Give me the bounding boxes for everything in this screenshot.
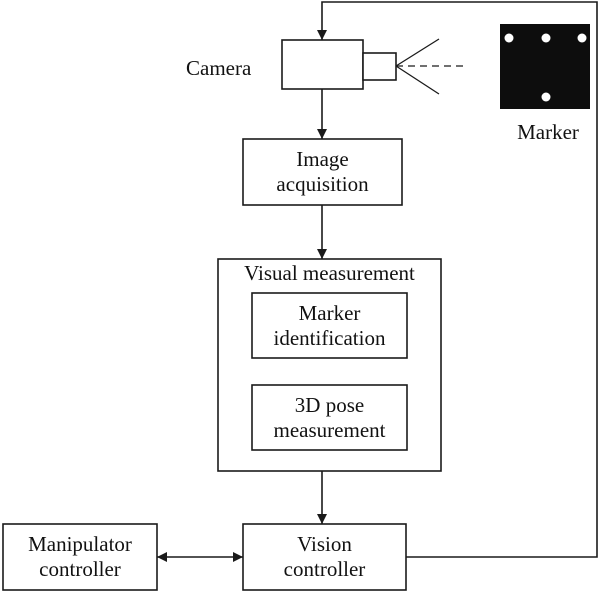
visual-measurement-title: Visual measurement [244,261,415,285]
camera-view-ray-upper [395,38,440,67]
camera-lens [362,52,397,81]
marker-dot [541,33,551,43]
vision-controller-label: Vision controller [283,532,366,581]
image-acquisition-label: Image acquisition [276,147,369,196]
feedback-loop-arrow [317,1,598,558]
marker-dot [577,33,587,43]
manipulator-controller-label: Manipulator controller [28,532,132,581]
marker-identification-box [251,292,408,359]
marker-label: Marker [517,120,579,144]
camera-view-ray-lower [395,65,440,95]
pose-measurement-box [251,384,408,451]
camera-body [281,39,364,90]
vision-controller-box [242,523,407,591]
marker-dot [504,33,514,43]
pose-measurement-label: 3D pose measurement [273,393,386,442]
marker-dot [541,92,551,102]
image-acquisition-box [242,138,403,206]
manipulator-controller-box [2,523,158,591]
camera-label: Camera [186,56,252,80]
marker-identification-label: Marker identification [273,301,386,350]
